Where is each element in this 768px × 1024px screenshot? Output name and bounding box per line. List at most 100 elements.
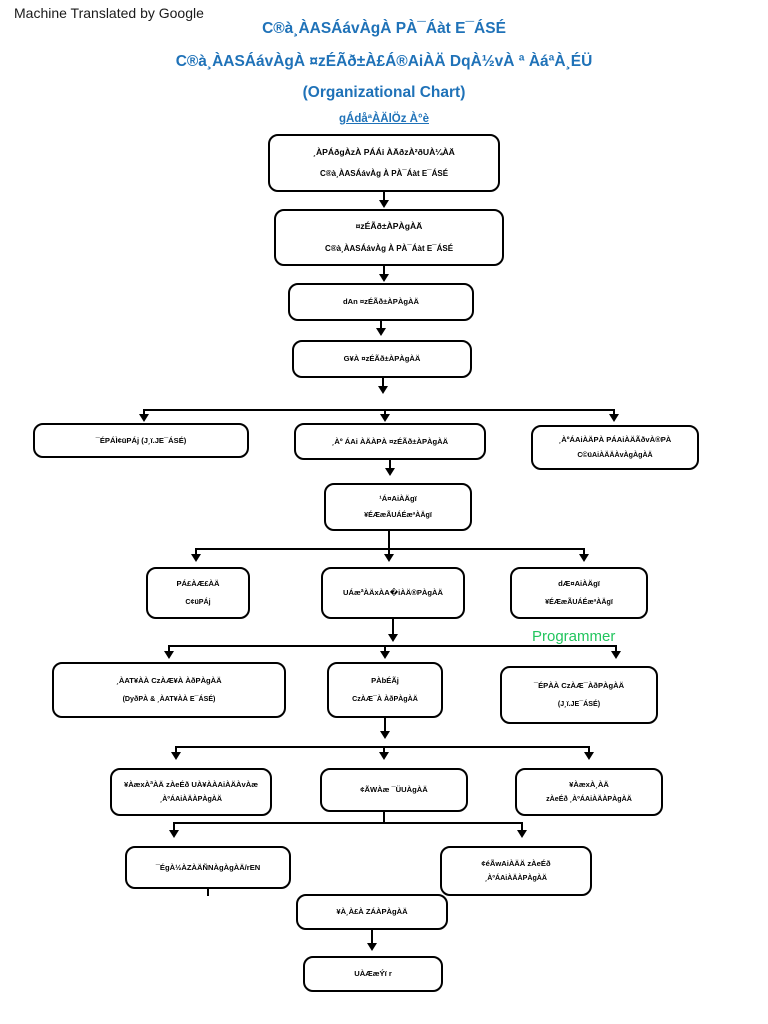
- connector-arrow: [378, 386, 388, 394]
- node-line-1: dAn ¤zÉÃð±ÀPÀgÀÄ: [343, 297, 419, 307]
- connector-v: [383, 812, 386, 822]
- node-line-1: ¸ÀAT¥ÀÀ CzÀÆ¥À ÀðPÀgÀÄ: [116, 676, 222, 686]
- node-line-1: ¹Á¤AiÀÄgï: [379, 493, 417, 503]
- node-stenographer: ¢ÃWÀæ ¯ÜUÀgÀÄ: [320, 768, 468, 812]
- connector-v: [613, 409, 616, 418]
- node-line-2: C¢üPÁj: [185, 597, 211, 606]
- node-line-2: ¥ÉÆæÃUÁÉæªÀÄgï: [545, 597, 613, 606]
- connector-v: [615, 645, 618, 654]
- connector-v: [195, 548, 198, 557]
- connector-v: [383, 192, 386, 206]
- node-joint-director: dAn ¤zÉÃð±ÀPÀgÀÄ: [288, 283, 474, 321]
- node-line-2: (J¸ï.JE¯ÁSÉ): [557, 699, 601, 708]
- node-line-1: PÁ£ÀÆ£ÀÄ: [176, 579, 220, 589]
- node-line-1: ¤zÉÃð±ÀPÀgÀÄ: [355, 221, 423, 232]
- connector-arrow: [380, 414, 390, 422]
- connector-arrow: [385, 468, 395, 476]
- node-line-2: C®à¸ÀASÁávÀg À PÀ¯Áàt E¯ÁSÉ: [319, 169, 449, 179]
- connector-arrow: [380, 731, 390, 739]
- connector-h: [143, 409, 615, 412]
- connector-arrow: [379, 752, 389, 760]
- connector-v: [207, 889, 210, 896]
- node-deputy-director: G¥À ¤zÉÃð±ÀPÀgÀÄ: [292, 340, 472, 378]
- node-superintendent: UÁæªÀÄxÀA�iÀÄ®PÀgÀÄ: [321, 567, 465, 619]
- node-line-1: PÀbÉÃj: [371, 676, 399, 686]
- chart-title-line-2: C®à¸ÀASÁávÀgÀ ¤zÉÃð±À£Á®AiÀÄ DqÀ½vÀ ª Àá…: [175, 53, 593, 70]
- connector-h: [168, 645, 617, 648]
- connector-arrow: [139, 414, 149, 422]
- node-line-1: ¥À¸À£À ZÁÀPÀgÀÄ: [336, 907, 408, 917]
- connector-v: [384, 409, 387, 418]
- connector-v: [583, 548, 586, 557]
- node-line-1: ¯ÉPÁÌ¢üPÁj (J¸ï.JE¯ÁSÉ): [95, 435, 187, 445]
- connector-v: [384, 645, 387, 654]
- node-line-1: G¥À ¤zÉÃð±ÀPÀgÀÄ: [343, 354, 421, 364]
- connector-arrow: [517, 830, 527, 838]
- chart-subtitle: gÁdåªÀÄlÖz À°è: [338, 113, 429, 125]
- chart-title-line-1: C®à¸ÀASÁávÀgÀ PÀ¯Áàt E¯ÁSÉ: [262, 20, 506, 37]
- connector-v: [175, 746, 178, 755]
- node-line-1: ¯ÉPÀÀ CzÀÆ¯ÀðPÀgÀÄ: [533, 681, 625, 691]
- node-line-2: C©üAiÀÄÄÀvÀgÀgÀÄ: [577, 451, 653, 460]
- node-first-division-assistant: ¥ÀæxÀªÀÄ zÀeÉð UÀ¥ÀÀAiÀÄÀvÀæ ¸ÀºÁAiÀÄÀPÀ…: [110, 768, 272, 816]
- connector-v: [168, 645, 171, 654]
- node-secretary: ¸ÀPÁðgÀzÀ PÁÁi ÀÄðzÀ²ðUÀ¼ÀÄ C®à¸ÀASÁávÀg…: [268, 134, 500, 192]
- connector-arrow: [584, 752, 594, 760]
- connector-arrow: [384, 554, 394, 562]
- node-line-2: ¸ÀºÁAiÀÄÀPÀgÀÄ: [484, 874, 548, 883]
- connector-arrow: [579, 554, 589, 562]
- node-director: ¤zÉÃð±ÀPÀgÀÄ C®à¸ÀASÁávÀg À PÀ¯Áàt E¯ÁSÉ: [274, 209, 504, 266]
- connector-v: [389, 460, 392, 472]
- node-vehicle-driver: ¥À¸À£À ZÁÀPÀgÀÄ: [296, 894, 448, 930]
- node-statistical-inspector: ¸ÀAT¥ÀÀ CzÀÆ¥À ÀðPÀgÀÄ (DyðPÀ & ¸ÀAT¥ÀÀ …: [52, 662, 286, 718]
- programmer-annotation: Programmer: [532, 628, 616, 645]
- connector-h: [173, 822, 523, 825]
- node-group-d: UÀÆæÝï r: [303, 956, 443, 992]
- node-line-2: (DyðPÀ & ¸ÀAT¥ÀÀ E¯ÁSÉ): [122, 694, 216, 703]
- node-line-2: CzÀÆ¯À ÀðPÀgÀÄ: [352, 694, 418, 703]
- node-assistant-director: ¸Àº ÁAi ÀÄÀPÀ ¤zÉÃð±ÀPÀgÀÄ: [294, 423, 486, 460]
- connector-arrow: [379, 274, 389, 282]
- connector-v: [143, 409, 146, 418]
- connector-v: [521, 822, 524, 833]
- node-junior-programmer: dÆ¤AiÀÄgï ¥ÉÆæÃUÁÉæªÀÄgï: [510, 567, 648, 619]
- connector-arrow: [379, 200, 389, 208]
- connector-arrow: [609, 414, 619, 422]
- connector-arrow: [164, 651, 174, 659]
- connector-v: [588, 746, 591, 755]
- node-assistant-executive-engineer: ¸ÀºÁAiÀÄPÀ PÁAiÀÄÃðvÀ®PÀ C©üAiÀÄÄÀvÀgÀgÀ…: [531, 425, 699, 470]
- connector-arrow: [380, 651, 390, 659]
- connector-arrow: [376, 328, 386, 336]
- node-line-1: UÀÆæÝï r: [354, 969, 392, 979]
- node-junior-assistant: ¢éÃwAiÀÄÄ zÀeÉð ¸ÀºÁAiÀÄÀPÀgÀÄ: [440, 846, 592, 896]
- connector-v: [388, 548, 391, 557]
- node-line-2: C®à¸ÀASÁávÀg À PÀ¯Áàt E¯ÁSÉ: [324, 243, 454, 253]
- node-line-1: ¢ÃWÀæ ¯ÜUÀgÀÄ: [360, 785, 428, 795]
- connector-arrow: [611, 651, 621, 659]
- connector-arrow: [388, 634, 398, 642]
- connector-v: [371, 930, 374, 947]
- node-line-1: ¢éÃwAiÀÄÄ zÀeÉð: [481, 858, 551, 868]
- chart-title-line-3: (Organizational Chart): [302, 84, 466, 101]
- connector-v: [380, 321, 383, 331]
- connector-h: [175, 746, 588, 749]
- node-line-1: ¸Àº ÁAi ÀÄÀPÀ ¤zÉÃð±ÀPÀgÀÄ: [331, 436, 449, 446]
- machine-translation-banner: Machine Translated by Google: [14, 5, 204, 21]
- node-typist: ¯ÉgÀ½ÀZÀÄÑNÀgÀgÀÄ/rEN: [125, 846, 291, 889]
- node-second-division-assistant: ¥ÀæxÀ¸ÀÄ zÀeÉð ¸ÀºÁAiÀÄÀPÀgÀÄ: [515, 768, 663, 816]
- connector-v: [388, 531, 391, 548]
- node-senior-programmer: ¹Á¤AiÀÄgï ¥ÉÆæÃUÁÉæªÀÄgï: [324, 483, 472, 531]
- node-line-1: ¸ÀºÁAiÀÄPÀ PÁAiÀÄÃðvÀ®PÀ: [558, 434, 672, 444]
- connector-arrow: [367, 943, 377, 951]
- node-line-2: zÀeÉð ¸ÀºÁAiÀÄÀPÀgÀÄ: [546, 795, 632, 804]
- connector-v: [173, 822, 176, 833]
- connector-v: [383, 266, 386, 278]
- node-line-1: ¸ÀPÁðgÀzÀ PÁÁi ÀÄðzÀ²ðUÀ¼ÀÄ: [313, 146, 455, 157]
- connector-v: [384, 718, 387, 736]
- node-line-2: ¸ÀºÁAiÀÄÀPÀgÀÄ: [159, 795, 223, 804]
- node-line-1: ¯ÉgÀ½ÀZÀÄÑNÀgÀgÀÄ/rEN: [155, 862, 261, 872]
- connector-arrow: [171, 752, 181, 760]
- node-line-1: UÁæªÀÄxÀA�iÀÄ®PÀgÀÄ: [343, 588, 443, 598]
- node-office-superintendent: PÀbÉÃj CzÀÆ¯À ÀðPÀgÀÄ: [327, 662, 443, 718]
